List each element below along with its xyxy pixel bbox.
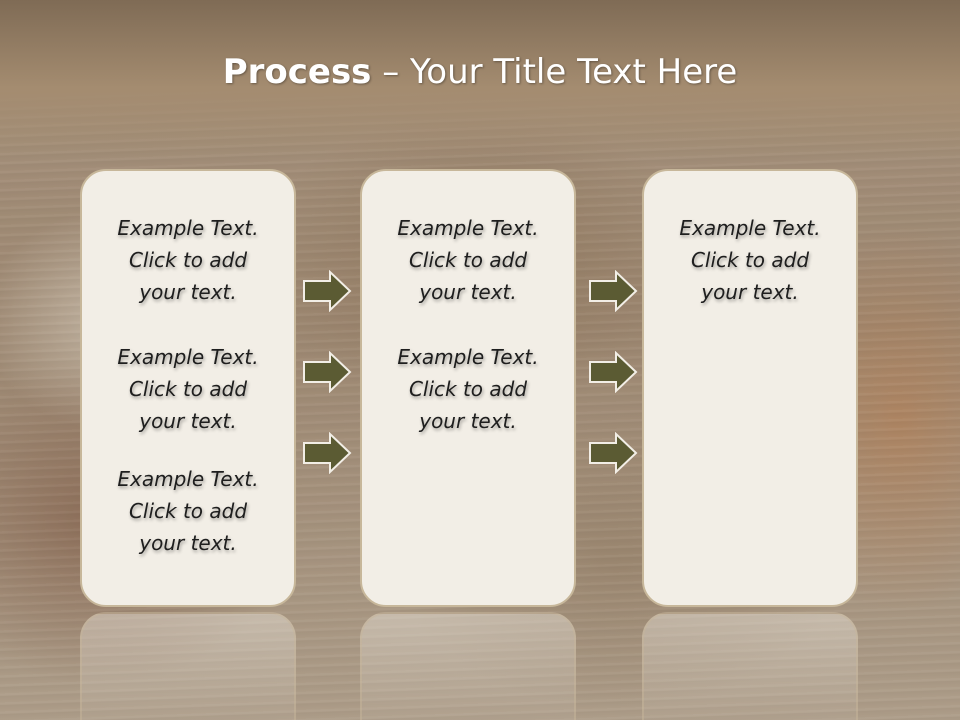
text-line: Example Text. <box>397 216 539 240</box>
text-line: Example Text. <box>117 216 259 240</box>
right-arrow-icon[interactable] <box>302 351 352 393</box>
text-line: Example Text. <box>397 345 539 369</box>
text-line: your text. <box>701 280 799 304</box>
panel-reflection-1 <box>80 612 296 720</box>
title-bold-part: Process <box>222 52 372 92</box>
text-line: your text. <box>419 280 517 304</box>
text-line: your text. <box>139 531 237 555</box>
right-arrow-icon[interactable] <box>302 270 352 312</box>
title-band <box>0 0 960 160</box>
text-line: Click to add <box>690 248 810 272</box>
text-line: Click to add <box>408 248 528 272</box>
panel-reflection-2 <box>360 612 576 720</box>
text-block[interactable]: Example Text. Click to add your text. <box>362 341 574 437</box>
text-block[interactable]: Example Text. Click to add your text. <box>82 463 294 559</box>
right-arrow-icon[interactable] <box>302 432 352 474</box>
text-block[interactable]: Example Text. Click to add your text. <box>644 212 856 308</box>
slide-title[interactable]: Process – Your Title Text Here <box>0 52 960 92</box>
text-block[interactable]: Example Text. Click to add your text. <box>82 212 294 308</box>
process-panel-1[interactable]: Example Text. Click to add your text. Ex… <box>80 169 296 607</box>
right-arrow-icon[interactable] <box>588 432 638 474</box>
process-panel-2[interactable]: Example Text. Click to add your text. Ex… <box>360 169 576 607</box>
text-line: Example Text. <box>117 467 259 491</box>
text-line: Click to add <box>128 499 248 523</box>
text-line: Example Text. <box>117 345 259 369</box>
text-block[interactable]: Example Text. Click to add your text. <box>362 212 574 308</box>
text-line: Click to add <box>128 248 248 272</box>
text-line: Click to add <box>408 377 528 401</box>
text-line: your text. <box>139 409 237 433</box>
text-line: your text. <box>139 280 237 304</box>
text-block[interactable]: Example Text. Click to add your text. <box>82 341 294 437</box>
right-arrow-icon[interactable] <box>588 270 638 312</box>
text-line: your text. <box>419 409 517 433</box>
text-line: Click to add <box>128 377 248 401</box>
title-rest-part: – Your Title Text Here <box>371 52 738 92</box>
right-arrow-icon[interactable] <box>588 351 638 393</box>
panel-reflection-3 <box>642 612 858 720</box>
text-line: Example Text. <box>679 216 821 240</box>
process-panel-3[interactable]: Example Text. Click to add your text. <box>642 169 858 607</box>
